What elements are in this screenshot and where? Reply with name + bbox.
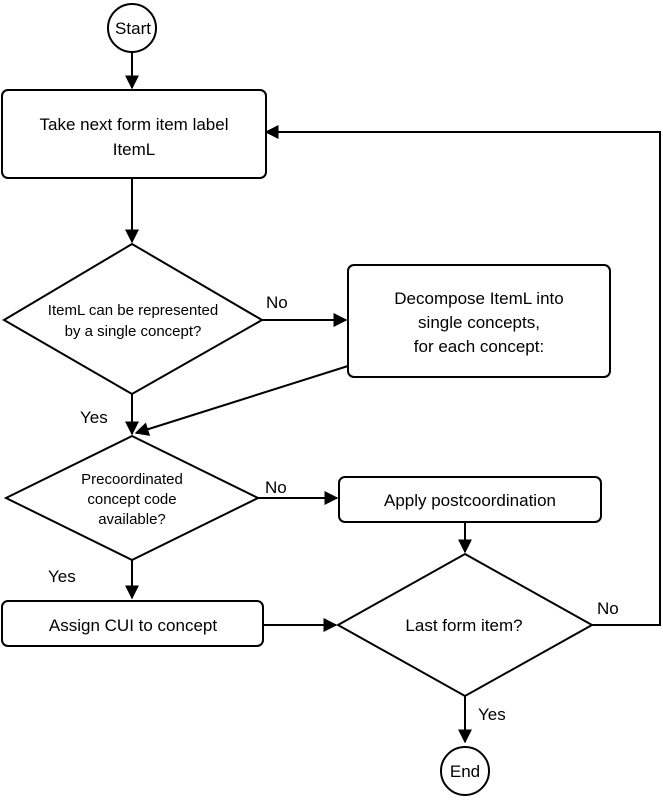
end-label: End	[450, 762, 480, 781]
postcoordination-node: Apply postcoordination	[338, 476, 602, 523]
take-next-line2: ItemL	[113, 140, 156, 159]
single-concept-diamond	[2, 242, 265, 396]
edge-last-no-to-take	[264, 125, 661, 626]
precoordinated-yes-label: Yes	[48, 567, 76, 586]
last-item-diamond	[335, 552, 595, 698]
decompose-line2: single concepts,	[418, 313, 540, 332]
start-label: Start	[115, 19, 151, 38]
decompose-node: Decompose ItemL into single concepts, fo…	[347, 264, 611, 378]
single-concept-line2: by a single concept?	[65, 323, 202, 340]
decompose-line1: Decompose ItemL into	[394, 289, 563, 308]
precoordinated-node: Precoordinated concept code available?	[3, 434, 261, 562]
precoordinated-diamond	[3, 434, 261, 562]
edges	[125, 52, 661, 744]
last-item-no-label: No	[597, 599, 619, 618]
decompose-line3: for each concept:	[414, 337, 544, 356]
single-concept-no-label: No	[266, 293, 288, 312]
start-terminator	[107, 3, 157, 53]
edge-labels: No Yes No Yes No Yes	[48, 293, 619, 724]
last-item-node: Last form item?	[335, 552, 595, 698]
postcoordination-box	[338, 476, 602, 523]
precoordinated-no-label: No	[265, 478, 287, 497]
precoordinated-line1: Precoordinated	[81, 471, 183, 488]
take-next-node: Take next form item label ItemL	[1, 89, 267, 179]
single-concept-yes-label: Yes	[80, 408, 108, 427]
assign-cui-node: Assign CUI to concept	[1, 600, 264, 647]
precoordinated-line2: concept code	[87, 491, 176, 508]
single-concept-line1: ItemL can be represented	[48, 302, 218, 319]
precoordinated-line3: available?	[98, 511, 166, 528]
assign-cui-label: Assign CUI to concept	[49, 616, 217, 635]
edge-decompose-to-precoord	[134, 365, 349, 436]
last-item-yes-label: Yes	[478, 705, 506, 724]
postcoordination-label: Apply postcoordination	[384, 491, 556, 510]
decompose-box	[347, 264, 611, 378]
start-node: Start	[107, 3, 157, 53]
single-concept-node: ItemL can be represented by a single con…	[2, 242, 265, 396]
take-next-line1: Take next form item label	[40, 115, 229, 134]
end-terminator	[440, 746, 490, 796]
assign-cui-box	[1, 600, 264, 647]
take-next-box	[1, 89, 267, 179]
last-item-label: Last form item?	[405, 616, 522, 635]
end-node: End	[440, 746, 490, 796]
